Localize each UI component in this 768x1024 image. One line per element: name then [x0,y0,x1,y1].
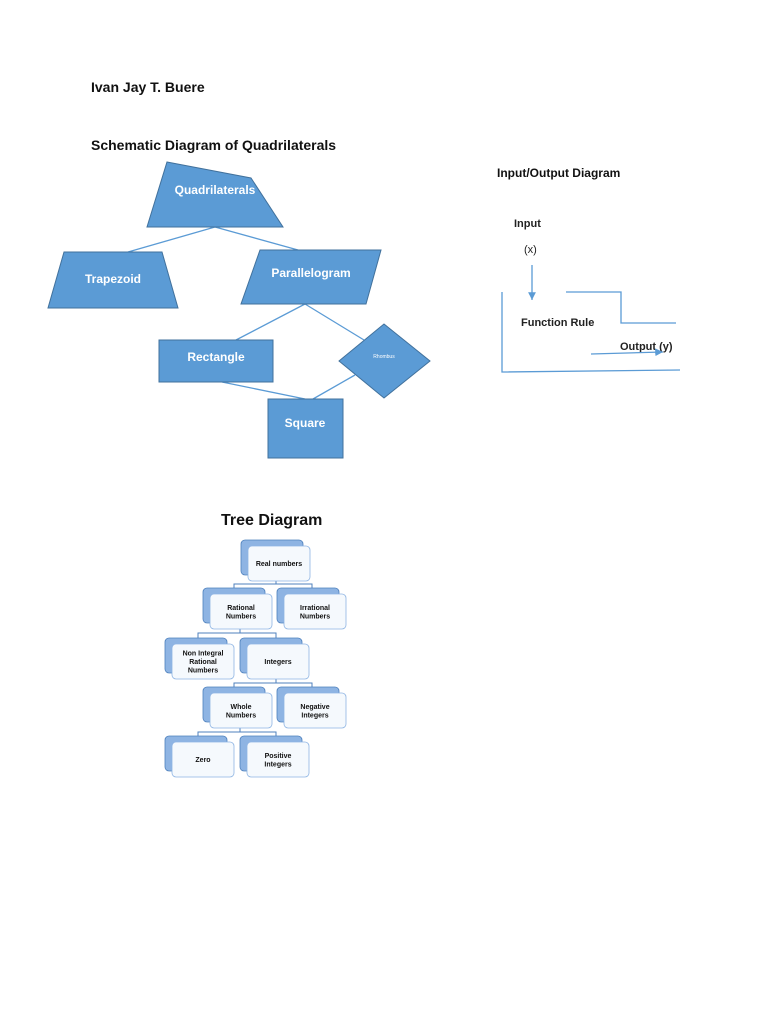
io-input-label: Input [514,218,541,230]
quadrilaterals-shape [146,161,284,228]
tree-node-front [209,593,273,630]
quadrilaterals-label: Quadrilaterals [175,183,256,197]
tree-node-label: Numbers [226,712,256,719]
tree-node-label: Numbers [226,613,256,620]
schematic-connectors [127,226,365,400]
tree-node-zero: Zero [164,735,235,778]
io-diagram-title: Input/Output Diagram [497,166,621,180]
schematic-title: Schematic Diagram of Quadrilaterals [91,137,337,153]
tree-node-label: Integers [264,659,291,666]
parallelogram-shape [240,249,382,305]
tree-node-label: Integers [301,712,328,719]
tree-node-label: Positive [265,753,292,760]
function-box-outline [501,292,681,373]
connector-rational-integers [240,632,277,639]
rectangle-shape [158,339,274,383]
tree-node-label: Whole [231,704,252,711]
connector-rectangle-square [221,381,306,400]
connector-whole-positive [240,731,277,737]
rectangle-label: Rectangle [187,350,245,364]
tree-node-front [283,593,347,630]
tree-node-label: Non Integral [183,651,224,658]
tree-node-front [209,692,273,729]
tree-node-front [247,545,311,582]
tree-node-front [171,741,235,778]
square-shape [267,398,344,459]
tree-node-label: Integers [264,761,291,768]
trapezoid-shape [47,251,179,309]
connector-whole-zero [197,728,241,737]
node-parallelogram: Parallelogram [240,249,382,305]
tree-nodes: Real numbersRationalNumbersIrrationalNum… [164,539,347,778]
tree-node-label: Numbers [300,613,330,620]
tree-node-front [283,692,347,729]
rhombus-label: Rhombus [373,354,395,360]
connector-rational-nonintegral [197,629,241,639]
function-box-top-edge [566,291,676,324]
node-rectangle: Rectangle [158,339,274,383]
trapezoid-label: Trapezoid [85,272,141,286]
tree-node-front [246,643,310,680]
tree-node-label: Negative [300,704,329,711]
io-input-variable: (x) [524,244,537,256]
connector-parallelogram-rectangle [235,303,306,341]
tree-node-real: Real numbers [240,539,311,582]
node-quadrilaterals: Quadrilaterals [146,161,284,228]
connector-real-rational [233,580,277,590]
connector-quad-parallelogram [214,226,299,251]
connector-integers-negative [276,682,313,688]
connector-rhombus-square [312,374,356,400]
tree-node-label: Zero [195,757,210,764]
tree-node-front [171,643,235,680]
tree-node-label: Irrational [300,605,330,612]
io-function-rule: Function Rule [521,317,594,329]
tree-node-label: Rational [227,605,255,612]
tree-connectors [197,580,313,737]
parallelogram-label: Parallelogram [271,266,350,280]
connector-integers-whole [233,679,277,688]
connector-parallelogram-rhombus [304,303,365,341]
rhombus-shape [338,323,431,399]
tree-node-label: Numbers [188,668,218,675]
tree-node-label: Rational [189,659,217,666]
connector-quad-trapezoid [127,226,216,253]
output-arrow-icon [590,348,664,357]
author-name: Ivan Jay T. Buere [91,79,205,95]
square-label: Square [285,416,326,430]
node-rhombus: Rhombus [338,323,431,399]
tree-node-integers: Integers [239,637,310,680]
tree-node-label: Real numbers [256,561,302,568]
node-trapezoid: Trapezoid [47,251,179,309]
tree-diagram-title: Tree Diagram [221,512,323,529]
tree-node-front [246,741,310,778]
node-square: Square [267,398,344,459]
